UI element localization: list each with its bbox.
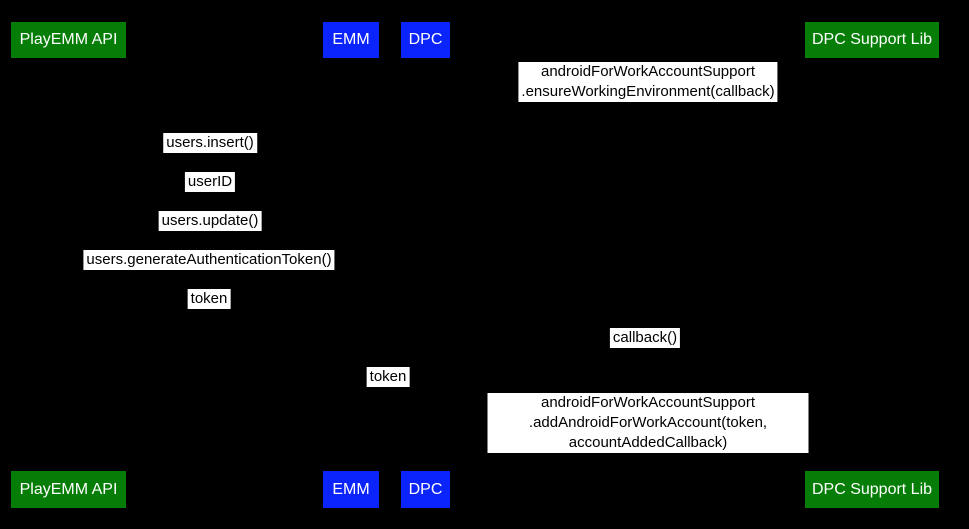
actor-playemm-api-bottom: PlayEMM API: [11, 471, 126, 508]
actor-playemm-api-top: PlayEMM API: [11, 22, 126, 58]
message-users-update: users.update(): [158, 211, 262, 231]
message-token-forward: token: [366, 367, 410, 387]
message-callback: callback(): [609, 328, 681, 348]
actor-dpc-top: DPC: [401, 22, 450, 58]
actor-dpc-support-lib-top: DPC Support Lib: [805, 22, 939, 58]
message-add-android-for-work-account: androidForWorkAccountSupport .addAndroid…: [487, 393, 809, 453]
message-ensure-working-environment: androidForWorkAccountSupport .ensureWork…: [518, 62, 778, 102]
actor-dpc-bottom: DPC: [401, 471, 450, 508]
actor-emm-bottom: EMM: [323, 471, 379, 508]
message-users-generate-authentication-token: users.generateAuthenticationToken(): [83, 250, 335, 270]
actor-dpc-support-lib-bottom: DPC Support Lib: [805, 471, 939, 508]
message-user-id: userID: [184, 172, 236, 192]
message-token-return: token: [187, 289, 231, 309]
message-users-insert: users.insert(): [163, 133, 257, 153]
actor-emm-top: EMM: [323, 22, 379, 58]
